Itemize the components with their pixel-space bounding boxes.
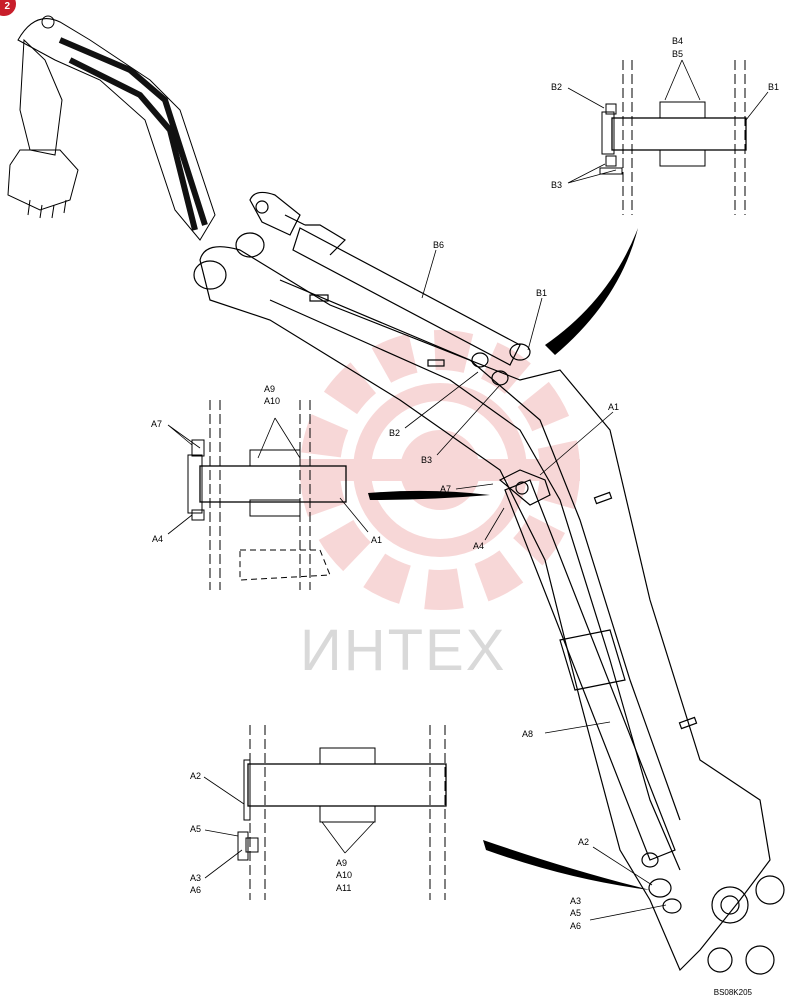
callout-a2: A2: [578, 837, 589, 847]
callout-b2: B2: [389, 428, 400, 438]
callout-a9-lower: A9: [336, 858, 347, 868]
callout-a11: A11: [336, 883, 351, 893]
excavator-arm-sketch: [7, 15, 216, 241]
callout-b3-detail: B3: [551, 180, 562, 190]
callout-a2-detail: A2: [190, 771, 201, 781]
callout-a6: A6: [570, 921, 581, 931]
detail-a-lower-pin: [237, 725, 447, 900]
callout-a1-detail: A1: [371, 535, 382, 545]
callout-b1: B1: [536, 288, 547, 298]
watermark-gear-logo: [300, 330, 580, 610]
arm-cylinder-a8: [498, 469, 682, 914]
callout-b5: B5: [672, 49, 683, 59]
drawing-code: BS08K205: [714, 988, 753, 997]
callout-a8: A8: [522, 729, 533, 739]
boom-structure: [193, 232, 785, 975]
callout-a1: A1: [608, 402, 619, 412]
boom-cylinder-b6: [249, 191, 531, 386]
callout-labels: B4 B5 B2 B1 B3 B6 B1 A9 A10 A7 B2 B3 A1 …: [151, 36, 779, 931]
pointer-band-b: [545, 228, 638, 355]
callout-a4-detail: A4: [152, 534, 163, 544]
callout-b6: B6: [433, 240, 444, 250]
callout-a3-detail: A3: [190, 873, 201, 883]
page-badge: 2: [0, 0, 16, 16]
callout-a10-lower: A10: [336, 870, 352, 880]
pointer-band-a: [368, 490, 490, 500]
watermark-text: ИНТЕХ: [300, 618, 506, 683]
callout-a3: A3: [570, 896, 581, 906]
callout-a4: A4: [473, 541, 484, 551]
callout-a7-detail: A7: [151, 419, 162, 429]
leader-lines: [167, 59, 769, 921]
callout-b1-detail: B1: [768, 82, 779, 92]
pointer-band-a-lower: [483, 840, 650, 890]
callout-a6-detail: A6: [190, 885, 201, 895]
callout-a5-detail: A5: [190, 824, 201, 834]
callout-a10-upper: A10: [264, 396, 280, 406]
callout-b2-detail: B2: [551, 82, 562, 92]
detail-b-pin: [599, 60, 747, 215]
callout-b4: B4: [672, 36, 683, 46]
callout-a7: A7: [440, 484, 451, 494]
callout-b3: B3: [421, 455, 432, 465]
callout-a9-upper: A9: [264, 384, 275, 394]
callout-a5: A5: [570, 908, 581, 918]
